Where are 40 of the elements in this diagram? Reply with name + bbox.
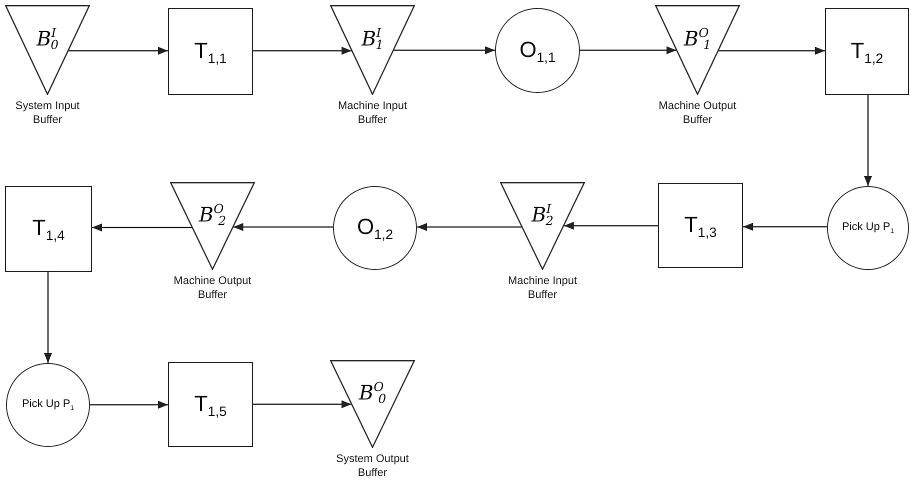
arrow	[92, 224, 192, 232]
arrow	[44, 272, 52, 363]
arrow	[253, 400, 352, 408]
node-label: Machine Input Buffer	[506, 274, 578, 302]
buffer-triangle	[500, 182, 585, 270]
arrow	[90, 400, 168, 409]
node-label: Pick Up P$_{1}$	[840, 220, 896, 236]
node-label: Machine Output Buffer	[658, 99, 738, 127]
node-label: T$_{1,4}$	[31, 214, 66, 244]
node-label: System Output Buffer	[335, 452, 410, 480]
buffer-triangle	[655, 5, 740, 95]
node-label: Pick Up P$_{1}$	[20, 398, 76, 412]
transport-box	[168, 8, 253, 95]
node-label: Machine Output Buffer	[172, 274, 252, 302]
arrow	[564, 222, 658, 230]
node-label: O$_{1,2}$	[356, 214, 394, 242]
arrow	[743, 222, 828, 231]
arrow	[864, 95, 872, 186]
node-label: T$_{1,1}$	[193, 37, 228, 66]
buffer-triangle	[170, 182, 255, 270]
node-label: T$_{1,3}$	[683, 211, 718, 240]
transport-box	[658, 183, 743, 268]
arrow	[394, 46, 495, 54]
arrow	[253, 46, 352, 55]
arrow	[233, 223, 333, 231]
transport-box	[5, 186, 92, 272]
arrow	[718, 46, 825, 55]
buffer-triangle	[330, 360, 415, 448]
buffer-triangle	[5, 5, 90, 95]
node-label: T$_{1,2}$	[850, 37, 884, 66]
arrow	[417, 223, 522, 231]
arrow	[580, 46, 676, 54]
node-label: T$_{1,5}$	[193, 390, 228, 419]
arrow	[68, 46, 168, 55]
node-label: O$_{1,1}$	[518, 36, 557, 65]
node-label: System Input Buffer	[14, 99, 81, 127]
transport-box	[825, 8, 909, 95]
transport-box	[168, 362, 253, 447]
buffer-triangle	[330, 5, 415, 95]
node-label: Machine Input Buffer	[336, 99, 408, 127]
